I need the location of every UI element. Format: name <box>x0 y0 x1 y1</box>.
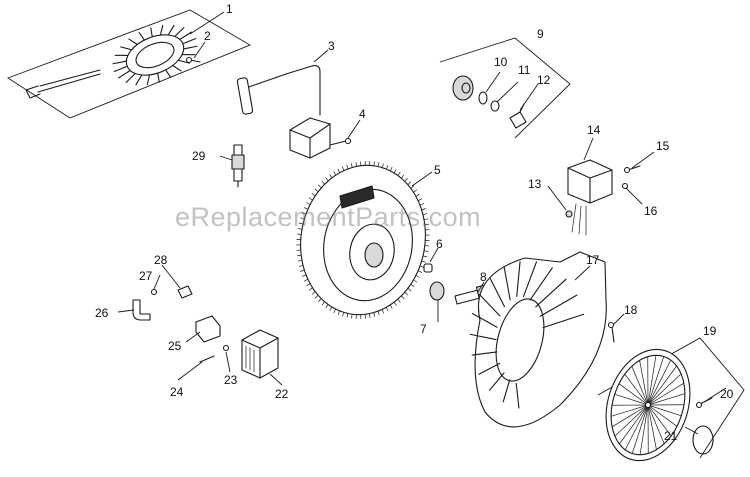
part-screw-2 <box>185 56 201 64</box>
callout-13: 13 <box>528 177 542 191</box>
callout-27: 27 <box>139 269 153 283</box>
bracket-group-9 <box>439 37 571 139</box>
part-22 <box>241 329 279 379</box>
callout-5: 5 <box>434 163 441 177</box>
part-screw-15 <box>623 165 641 174</box>
callout-20: 20 <box>720 387 734 401</box>
callout-labels: 1 2 3 4 5 6 7 8 9 10 11 12 13 14 15 16 1… <box>95 2 734 443</box>
part-stator <box>25 24 198 99</box>
part-flywheel <box>296 161 430 319</box>
callout-29: 29 <box>192 149 206 163</box>
part-bracket-26 <box>132 299 151 321</box>
callout-26: 26 <box>95 306 109 320</box>
callout-21: 21 <box>664 429 678 443</box>
part-28 <box>177 285 193 299</box>
part-screw-18 <box>607 321 615 343</box>
part-key-6 <box>423 263 433 273</box>
callout-10: 10 <box>494 55 508 69</box>
callout-4: 4 <box>359 107 366 121</box>
bracket-stator <box>7 9 252 119</box>
part-washer-7 <box>429 281 445 301</box>
callout-6: 6 <box>436 237 443 251</box>
callout-11: 11 <box>518 63 531 77</box>
callout-18: 18 <box>624 303 638 317</box>
leader-lines <box>117 11 727 435</box>
part-group-9-items <box>452 75 527 129</box>
part-washer-16 <box>621 182 629 190</box>
callout-14: 14 <box>587 123 601 137</box>
callout-15: 15 <box>656 139 670 153</box>
part-grille <box>605 348 691 462</box>
callout-16: 16 <box>644 204 658 218</box>
callout-3: 3 <box>328 39 335 53</box>
callout-7: 7 <box>420 322 427 336</box>
callout-28: 28 <box>154 253 168 267</box>
part-25 <box>195 315 221 343</box>
callout-22: 22 <box>275 387 289 401</box>
part-washer-27 <box>150 288 158 296</box>
part-spark-plug <box>231 144 245 188</box>
callout-8: 8 <box>480 270 487 284</box>
callout-24: 24 <box>170 385 184 399</box>
part-blower-housing <box>469 251 607 428</box>
part-ignition-module <box>236 65 331 159</box>
callout-2: 2 <box>204 29 211 43</box>
part-decal-21 <box>692 425 714 455</box>
part-23 <box>222 344 230 352</box>
callout-1: 1 <box>226 2 233 16</box>
part-rectifier <box>567 159 613 236</box>
callout-23: 23 <box>224 373 238 387</box>
callout-19: 19 <box>703 324 717 338</box>
callout-17: 17 <box>586 253 600 267</box>
watermark-text: eReplacementParts.com <box>175 202 482 232</box>
part-nut-13 <box>565 210 573 218</box>
callout-9: 9 <box>537 27 544 41</box>
part-24 <box>199 355 215 363</box>
callout-12: 12 <box>537 73 551 87</box>
part-screw-4 <box>329 137 352 146</box>
part-screw-20 <box>695 397 713 409</box>
callout-25: 25 <box>168 339 182 353</box>
